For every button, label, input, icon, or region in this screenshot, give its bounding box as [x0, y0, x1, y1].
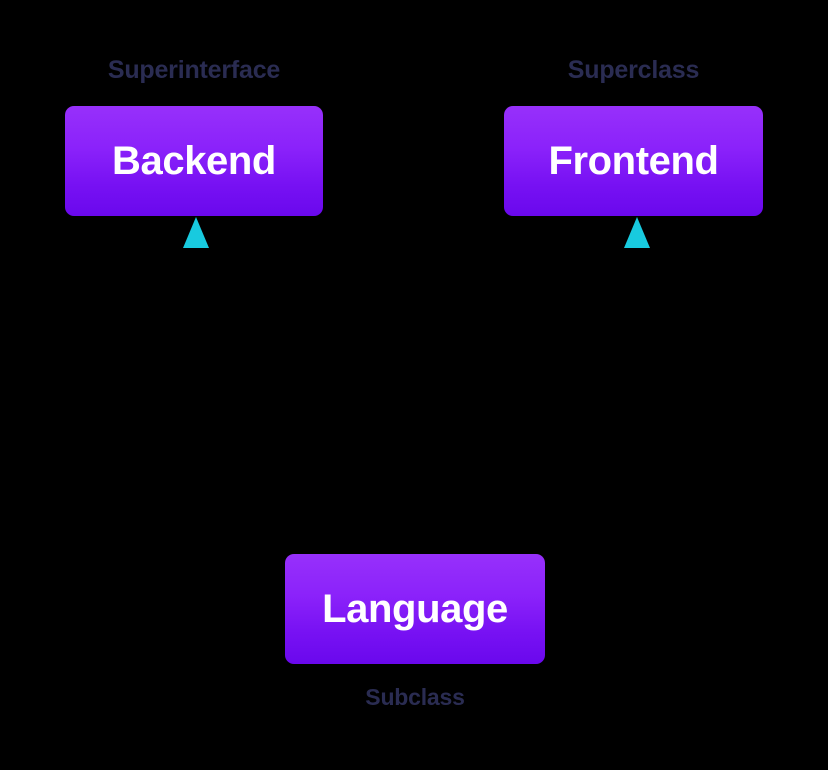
role-caption-superclass: Superclass [567, 56, 700, 84]
arrowhead-to-backend [183, 217, 209, 248]
class-node-frontend-label: Frontend [548, 139, 719, 183]
class-node-frontend[interactable]: Frontend [504, 106, 763, 216]
class-node-backend[interactable]: Backend [65, 106, 323, 216]
class-node-language-label: Language [322, 587, 508, 631]
role-caption-superinterface: Superinterface [107, 56, 281, 84]
arrowhead-to-frontend [624, 217, 650, 248]
role-caption-subclass: Subclass [365, 684, 465, 710]
class-node-language[interactable]: Language [285, 554, 545, 664]
class-node-backend-label: Backend [112, 139, 276, 183]
